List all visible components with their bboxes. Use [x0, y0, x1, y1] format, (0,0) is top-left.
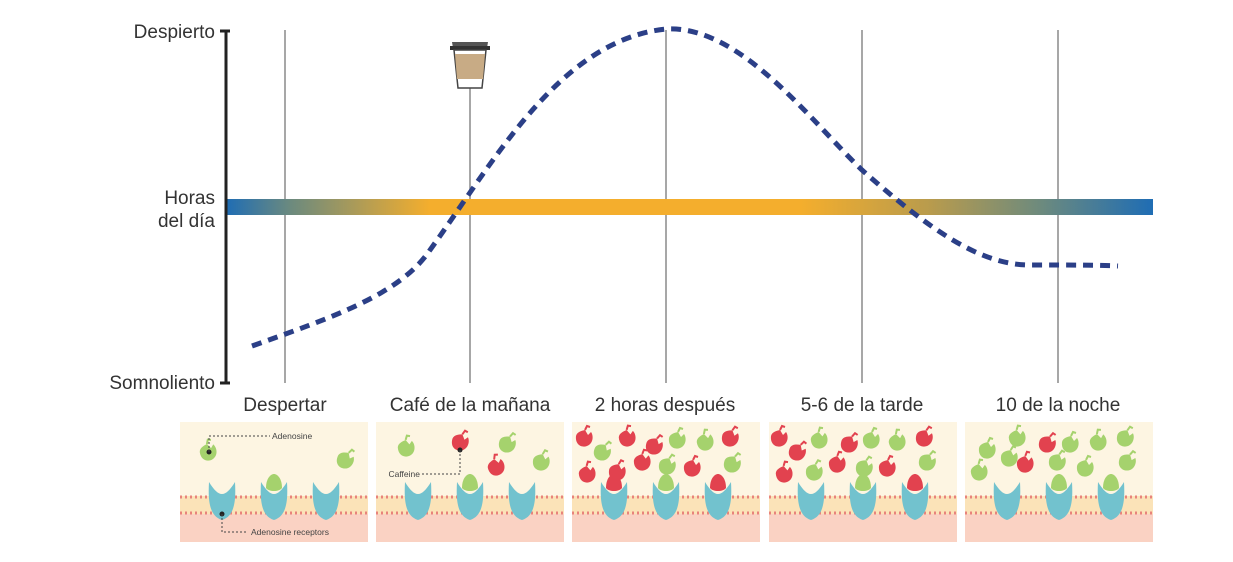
- caffeine-molecule: [578, 460, 596, 483]
- caffeine-molecule: [1016, 450, 1034, 473]
- adenosine-pointer-line: [208, 435, 270, 452]
- panel-annotations: Adenosine Adenosine receptors Caffeine: [206, 431, 463, 537]
- adenosine-receptor: [901, 474, 929, 520]
- time-labels: Despertar Café de la mañana 2 horas desp…: [243, 395, 1120, 416]
- caffeine-molecule: [788, 440, 808, 461]
- adenosine-molecule: [1048, 449, 1066, 471]
- adenosine-molecule: [1061, 430, 1079, 453]
- adenosine-receptor: [849, 474, 877, 520]
- adenosine-annotation: Adenosine: [272, 431, 312, 441]
- adenosine-molecule: [498, 431, 517, 453]
- adenosine-molecule: [723, 451, 742, 473]
- caffeine-molecule: [915, 425, 933, 447]
- adenosine-molecule: [397, 434, 415, 457]
- adenosine-receptor: [1045, 474, 1073, 520]
- caffeine-molecule: [840, 431, 859, 453]
- adenosine-molecule: [862, 426, 880, 449]
- adenosine-molecule: [918, 449, 937, 471]
- adenosine-molecule: [970, 458, 988, 481]
- caffeine-molecule: [451, 429, 469, 451]
- alertness-curve: [251, 26, 1119, 349]
- y-label-middle-2: del día: [158, 211, 215, 232]
- adenosine-molecule: [668, 426, 686, 449]
- caffeine-molecule: [683, 454, 701, 477]
- adenosine-receptor: [508, 482, 536, 520]
- y-label-top: Despierto: [134, 22, 215, 43]
- adenosine-receptor: [704, 474, 732, 520]
- caffeine-pointer-line: [422, 450, 461, 475]
- molecular-panel-1: [180, 422, 368, 542]
- caffeine-annotation: Caffeine: [388, 469, 420, 479]
- adenosine-receptor: [993, 482, 1021, 520]
- adenosine-receptor: [797, 482, 825, 520]
- caffeine-molecule: [828, 450, 846, 473]
- time-label-despertar: Despertar: [243, 395, 327, 416]
- caffeine-molecule: [575, 424, 593, 447]
- molecular-panel-4: [769, 422, 957, 542]
- adenosine-receptor: [1097, 474, 1125, 520]
- adenosine-molecule: [805, 459, 823, 481]
- adenosine-molecule: [593, 440, 613, 461]
- adenosine-molecule: [978, 436, 996, 459]
- time-label-2h: 2 horas después: [595, 395, 736, 416]
- y-label-bottom: Somnoliento: [109, 373, 215, 394]
- adenosine-receptor: [312, 482, 340, 520]
- adenosine-molecule: [888, 428, 906, 451]
- coffee-cup-icon: [450, 42, 490, 89]
- time-label-cafe: Café de la mañana: [390, 395, 551, 416]
- adenosine-molecule: [336, 448, 356, 469]
- molecular-panels: [180, 422, 1153, 542]
- y-axis: Despierto Horas del día Somnoliento: [109, 22, 230, 394]
- caffeine-molecule: [633, 448, 651, 471]
- adenosine-receptor: [260, 474, 288, 520]
- adenosine-molecule: [1000, 445, 1018, 467]
- adenosine-molecule: [1116, 425, 1134, 447]
- molecular-panel-2: [376, 422, 564, 542]
- caffeine-molecule: [1038, 431, 1057, 453]
- adenosine-molecule: [1076, 454, 1094, 477]
- adenosine-molecule: [1118, 449, 1137, 471]
- caffeine-molecule: [608, 459, 626, 481]
- molecular-panel-3: [572, 422, 760, 542]
- adenosine-receptor: [652, 474, 680, 520]
- caffeine-molecule: [770, 424, 788, 447]
- adenosine-receptor: [208, 482, 236, 520]
- adenosine-molecule: [658, 453, 676, 475]
- adenosine-molecule: [810, 426, 828, 449]
- time-label-tarde: 5-6 de la tarde: [801, 395, 924, 416]
- caffeine-molecule: [645, 433, 664, 455]
- caffeine-molecule: [618, 424, 636, 447]
- adenosine-receptor: [456, 474, 484, 520]
- adenosine-molecule: [1008, 424, 1026, 447]
- adenosine-molecule: [696, 428, 714, 451]
- receptor-pointer-line: [221, 514, 248, 533]
- time-label-noche: 10 de la noche: [996, 395, 1121, 416]
- adenosine-receptor: [404, 482, 432, 520]
- molecular-panel-5: [965, 422, 1153, 542]
- day-hours-band: [226, 199, 1153, 215]
- caffeine-molecule: [721, 425, 739, 447]
- adenosine-molecule: [1089, 428, 1107, 451]
- y-label-middle-1: Horas: [164, 188, 215, 209]
- adenosine-molecule: [532, 449, 550, 471]
- receptor-annotation: Adenosine receptors: [251, 527, 329, 537]
- caffeine-molecule: [878, 454, 896, 477]
- caffeine-molecule: [487, 453, 505, 476]
- caffeine-molecule: [775, 460, 793, 483]
- adenosine-molecule: [855, 455, 873, 477]
